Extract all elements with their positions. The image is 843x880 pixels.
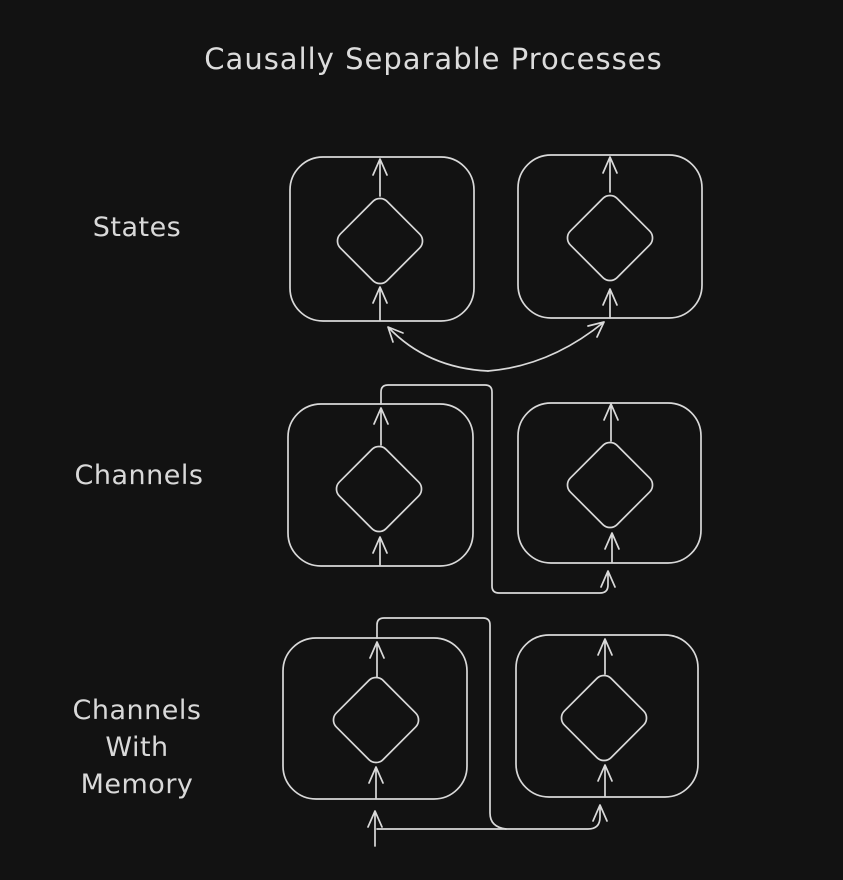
process-box: [517, 402, 702, 564]
row-label-states: States: [92, 212, 182, 243]
process-box: [289, 156, 475, 322]
output-arrow: [372, 158, 388, 197]
input-arrow: [602, 288, 618, 319]
process-diamond: [566, 441, 654, 529]
input-arrow: [604, 532, 620, 563]
channels-left-process: [287, 403, 474, 567]
row-states: [289, 154, 703, 372]
memory-sequence-connector: [376, 617, 507, 830]
row-label-line: With: [105, 732, 169, 763]
process-diamond: [336, 197, 424, 285]
input-arrow: [368, 766, 384, 799]
process-diamond: [332, 676, 420, 764]
memory-input-branch-arrow: [376, 804, 608, 830]
process-box: [282, 637, 468, 800]
states-common-cause-arrows: [387, 321, 605, 372]
common-cause-right-arrow: [487, 321, 605, 372]
output-arrow: [373, 407, 389, 446]
channels-right-process: [517, 402, 702, 564]
process-diamond: [566, 194, 654, 282]
row-label-channels-with-memory: Channels With Memory: [37, 692, 237, 803]
output-arrow: [369, 641, 385, 678]
channels-sequence-connector-arrow: [380, 384, 616, 594]
row-label-line: Memory: [80, 769, 194, 800]
output-arrow: [597, 638, 613, 675]
memory-external-input-arrow: [367, 810, 383, 847]
states-right-process: [517, 154, 703, 319]
output-arrow: [603, 403, 619, 442]
memory-left-process: [282, 637, 468, 800]
input-arrow: [372, 536, 388, 566]
row-label-channels: Channels: [74, 460, 204, 491]
memory-right-process: [515, 634, 699, 798]
process-diamond: [335, 445, 423, 533]
common-cause-left-arrow: [387, 326, 489, 372]
process-box: [515, 634, 699, 798]
states-left-process: [289, 156, 475, 322]
row-label-line: Channels: [72, 695, 202, 726]
input-arrow: [372, 286, 388, 321]
process-diamond: [560, 674, 648, 762]
row-channels: [287, 384, 702, 594]
input-arrow: [597, 764, 613, 797]
diagram-title: Causally Separable Processes: [204, 42, 663, 76]
output-arrow: [602, 156, 618, 193]
row-channels-with-memory: [282, 617, 699, 847]
